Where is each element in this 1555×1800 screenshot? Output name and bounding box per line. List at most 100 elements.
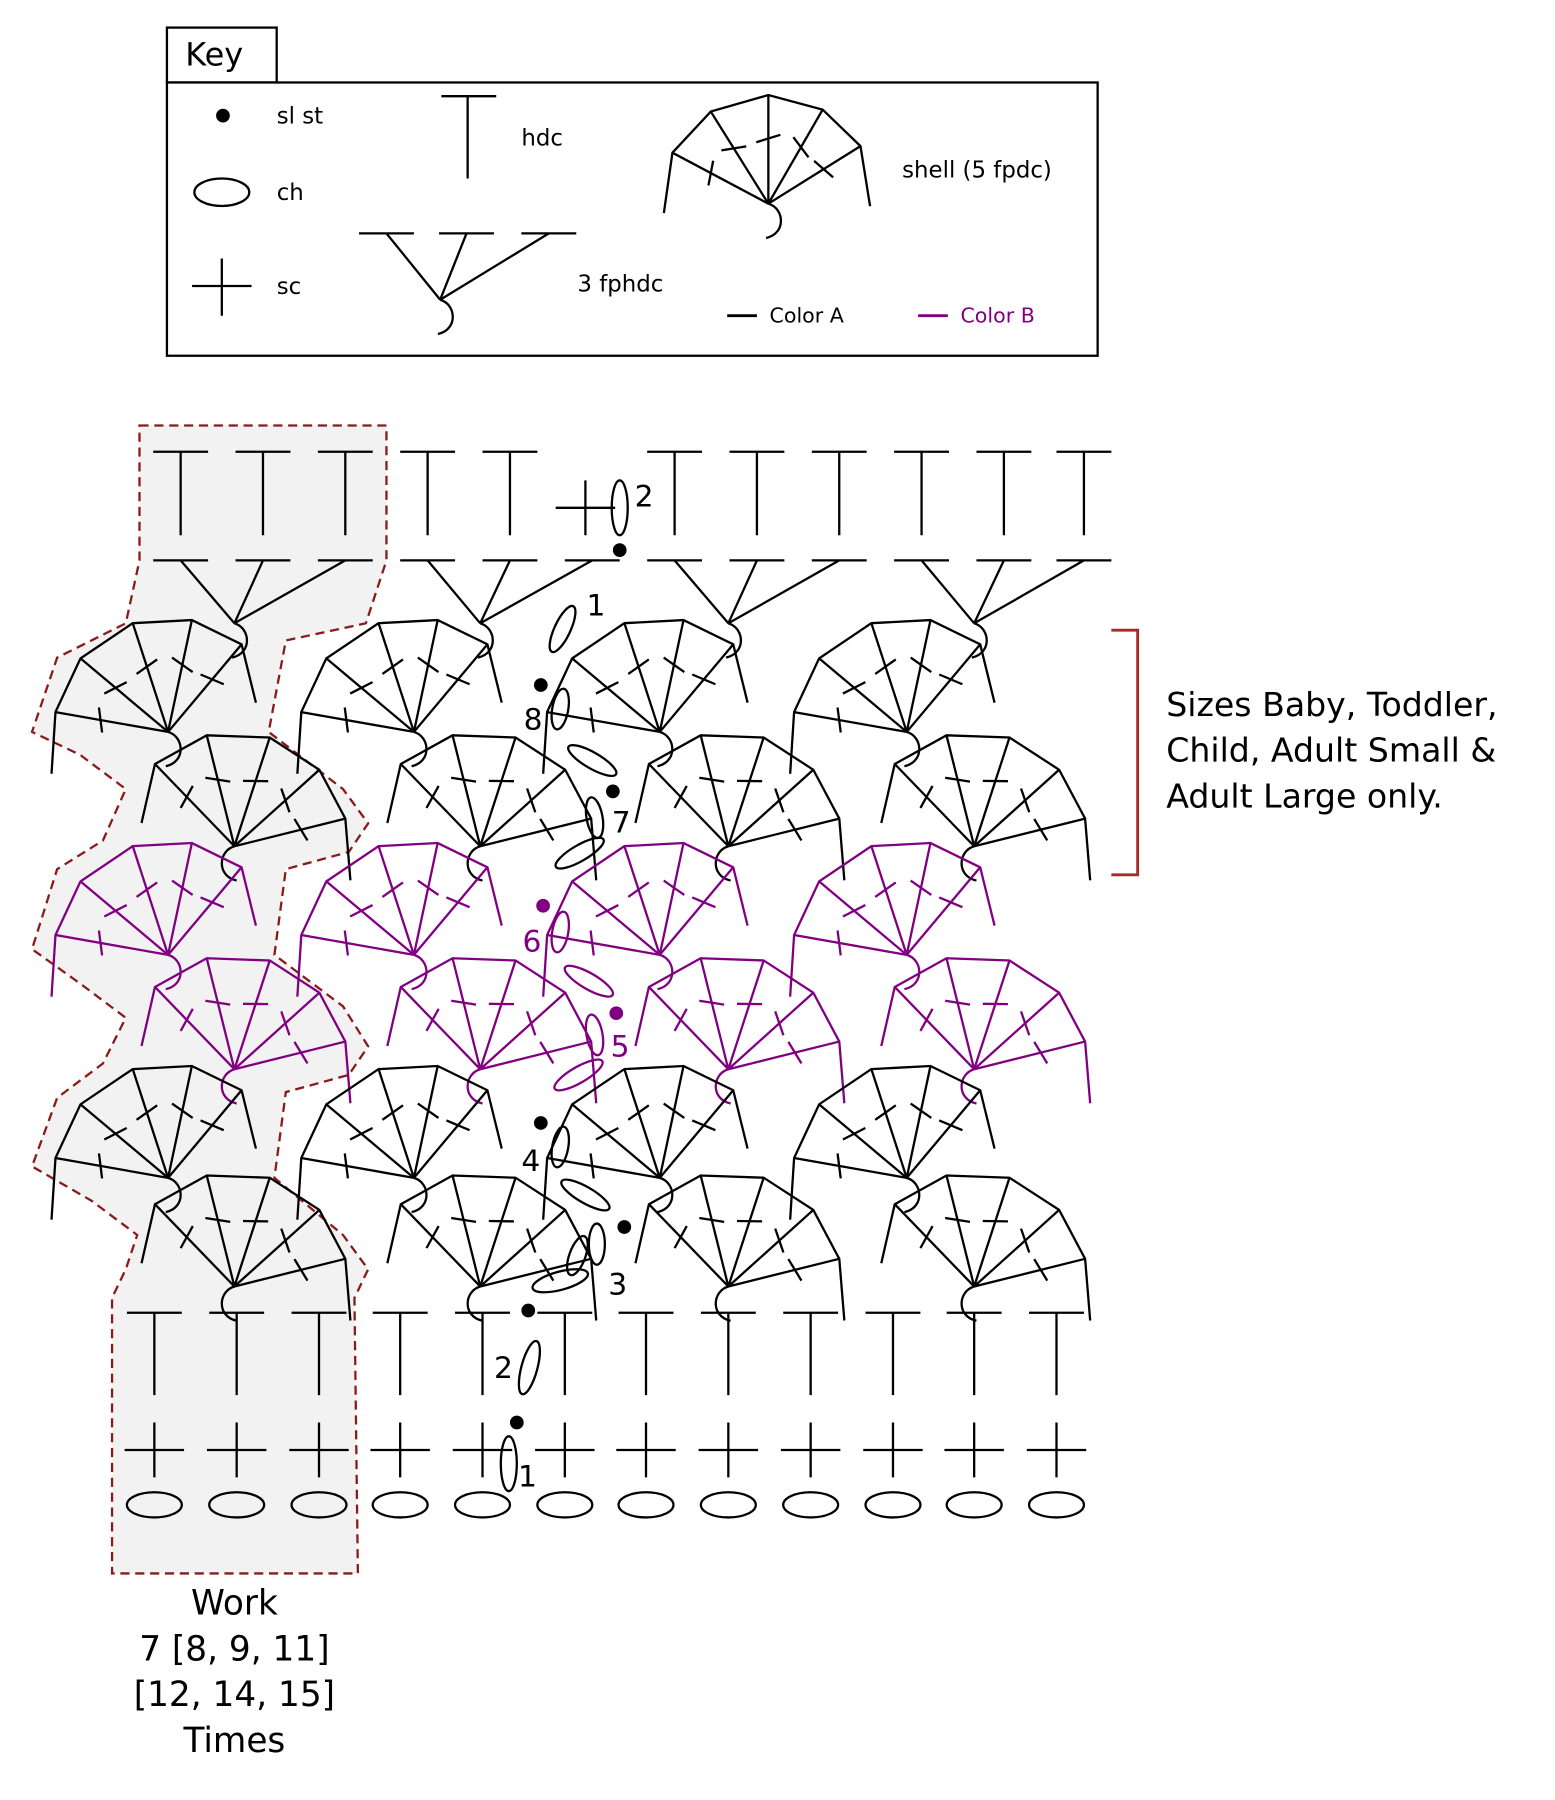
- hook-icon: [904, 953, 921, 991]
- fpdc-stitch: [413, 866, 489, 956]
- fpdc-stitch: [234, 1257, 346, 1288]
- fpdc-stitch: [301, 933, 415, 957]
- hdc-symbol: [946, 1311, 1002, 1396]
- fpdc-stitch: [793, 933, 907, 957]
- fpdc-stitch: [767, 145, 862, 205]
- shell-outline: [662, 93, 872, 214]
- repeat-note-line: Work: [191, 1584, 278, 1624]
- key-ch: ch: [277, 180, 304, 206]
- hook-icon: [960, 1285, 977, 1322]
- tick-mark: [445, 673, 471, 686]
- chain-stitch: [548, 604, 577, 654]
- fpdc-stitch: [658, 866, 735, 956]
- tick-mark: [589, 930, 595, 956]
- fpdc-stitch: [234, 1040, 346, 1071]
- hdc-stitch: [372, 1311, 428, 1396]
- tick-mark: [673, 1008, 688, 1032]
- fpdc-stitch: [412, 619, 439, 733]
- hdc-stitch: [1029, 1311, 1084, 1396]
- chain-stitch: [782, 1491, 840, 1519]
- fphdc-stitch: [647, 559, 867, 659]
- shell-stitch: [789, 1064, 996, 1220]
- fphdc-post: [479, 559, 511, 624]
- fpdc-stitch: [905, 842, 932, 956]
- fpdc-stitch: [623, 845, 661, 956]
- tick-mark: [526, 1228, 537, 1253]
- hook-icon: [220, 1285, 238, 1322]
- fphdc-stitch: [400, 559, 620, 659]
- key-sc: sc: [277, 274, 301, 300]
- hook-icon: [231, 622, 249, 659]
- fpdc-stitch: [233, 991, 321, 1071]
- hook-icon: [714, 845, 731, 882]
- shell-icon: [662, 93, 872, 240]
- tick-mark: [349, 681, 374, 695]
- hdc-symbol: [1056, 450, 1112, 536]
- chain-stitch: [584, 1013, 605, 1057]
- tick-mark: [787, 818, 803, 842]
- hdc-stitch: [976, 450, 1032, 536]
- fpdc-stitch: [233, 960, 271, 1070]
- hdc-stitch: [400, 450, 456, 536]
- fpdc-stitch: [658, 619, 685, 733]
- tick-mark: [1019, 1228, 1031, 1253]
- fphdc-post: [973, 559, 1085, 625]
- fpdc-stitch: [399, 763, 482, 848]
- tick-mark: [1033, 818, 1049, 842]
- tick-mark: [663, 879, 685, 896]
- fphdc-post: [973, 559, 1005, 624]
- fpdc-stitch: [479, 817, 592, 848]
- fpdc-stitch: [818, 657, 908, 733]
- fpdc-stitch: [413, 1089, 489, 1179]
- fpdc-stitch: [55, 933, 169, 957]
- tick-mark: [1019, 1011, 1031, 1036]
- tick-mark: [200, 673, 225, 686]
- tick-mark: [595, 1127, 619, 1141]
- fpdc-stitch: [167, 866, 243, 956]
- fphdc-post: [439, 232, 550, 301]
- hdc-stitch: [537, 1311, 593, 1396]
- chain-stitch: [617, 1491, 675, 1519]
- tick-mark: [539, 1258, 555, 1282]
- tick-mark: [349, 1127, 374, 1141]
- fpdc-stitch: [728, 817, 840, 848]
- shell-stitch: [140, 1174, 352, 1322]
- tick-mark: [589, 707, 595, 733]
- slip-stitch: [509, 1415, 524, 1430]
- tick-mark: [874, 1104, 897, 1121]
- tick-mark: [691, 673, 716, 686]
- hook-icon: [904, 1176, 921, 1214]
- tick-mark: [842, 904, 866, 918]
- sc-stitch: [555, 480, 616, 536]
- fpdc-stitch: [479, 1177, 517, 1287]
- fpdc-stitch: [479, 991, 566, 1071]
- shell-outline: [386, 957, 598, 1104]
- tick-mark: [673, 785, 688, 809]
- slip-stitch: [536, 898, 550, 913]
- fpdc-stitch: [870, 845, 908, 956]
- fpdc-stitch: [166, 842, 193, 956]
- row-labels: 1 2 3 4 5 6 7 8 1 2: [494, 480, 654, 1495]
- shell-stitch: [386, 957, 598, 1105]
- chain-stitch: [536, 1491, 594, 1519]
- fphdc-icon: [359, 232, 577, 336]
- chain-stitch: [208, 1491, 266, 1519]
- tick-mark: [919, 1225, 934, 1249]
- hook-icon: [657, 1176, 674, 1214]
- shell-stitch: [880, 1174, 1092, 1322]
- tick-mark: [280, 1228, 291, 1253]
- chain-stitch: [584, 796, 605, 840]
- fpdc-stitch: [451, 1175, 482, 1287]
- key-title: Key: [185, 35, 243, 73]
- fpdc-stitch: [945, 1175, 976, 1287]
- fpdc-stitch: [658, 842, 685, 956]
- fpdc-stitch: [79, 1103, 169, 1179]
- shell-outline: [296, 618, 503, 774]
- hdc-symbol: [153, 450, 209, 536]
- tick-mark: [200, 1119, 225, 1132]
- fpdc-stitch: [233, 768, 321, 848]
- tick-mark: [103, 681, 128, 695]
- fpdc-stitch: [154, 1203, 236, 1288]
- fpdc-stitch: [699, 735, 730, 847]
- fpdc-stitch: [727, 1177, 765, 1287]
